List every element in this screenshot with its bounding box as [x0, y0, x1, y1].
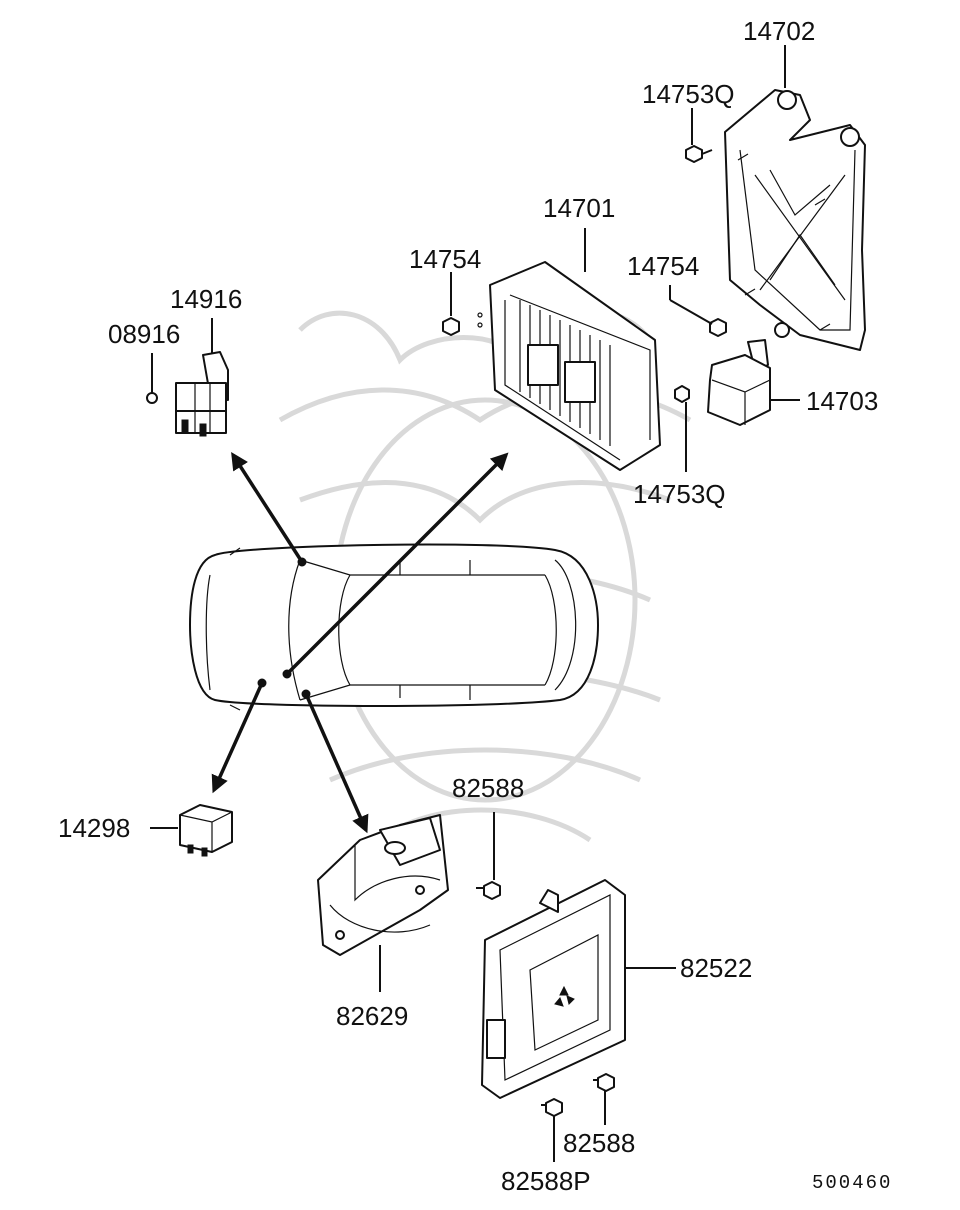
screw-08916: [146, 353, 158, 404]
part-14702-bracket: [724, 45, 866, 351]
label-14703: 14703: [806, 386, 878, 416]
location-arrows: [211, 452, 509, 834]
nut-14754-right: [669, 285, 727, 337]
bolt-14753q-top: [685, 108, 713, 163]
part-14916-relay-bracket: [175, 318, 229, 437]
label-14753q-bottom: 14753Q: [633, 479, 726, 509]
part-82629-bracket: [317, 814, 449, 992]
part-14703-relay: [707, 339, 800, 426]
label-82588-top: 82588: [452, 773, 524, 803]
label-14753q-top: 14753Q: [642, 79, 735, 109]
label-14298: 14298: [58, 813, 130, 843]
screw-82588p: [541, 1098, 563, 1162]
label-14702: 14702: [743, 16, 815, 46]
label-14754-right: 14754: [627, 251, 699, 281]
bolt-14753q-bottom: [674, 385, 690, 472]
part-14701-control-unit: [477, 228, 661, 471]
screw-82588-top: [476, 812, 501, 900]
label-82522: 82522: [680, 953, 752, 983]
part-82522-ecu: [481, 879, 676, 1099]
vehicle-outline: [189, 543, 599, 711]
label-82629: 82629: [336, 1001, 408, 1031]
label-14916: 14916: [170, 284, 242, 314]
label-82588-bottom: 82588: [563, 1128, 635, 1158]
label-14701: 14701: [543, 193, 615, 223]
part-14298-relay: [150, 804, 233, 857]
figure-code: 500460: [812, 1172, 892, 1194]
label-14754-left: 14754: [409, 244, 481, 274]
screw-82588-bottom: [593, 1073, 615, 1125]
label-82588p: 82588P: [501, 1166, 591, 1196]
nut-14754-left: [442, 272, 460, 336]
label-08916: 08916: [108, 319, 180, 349]
